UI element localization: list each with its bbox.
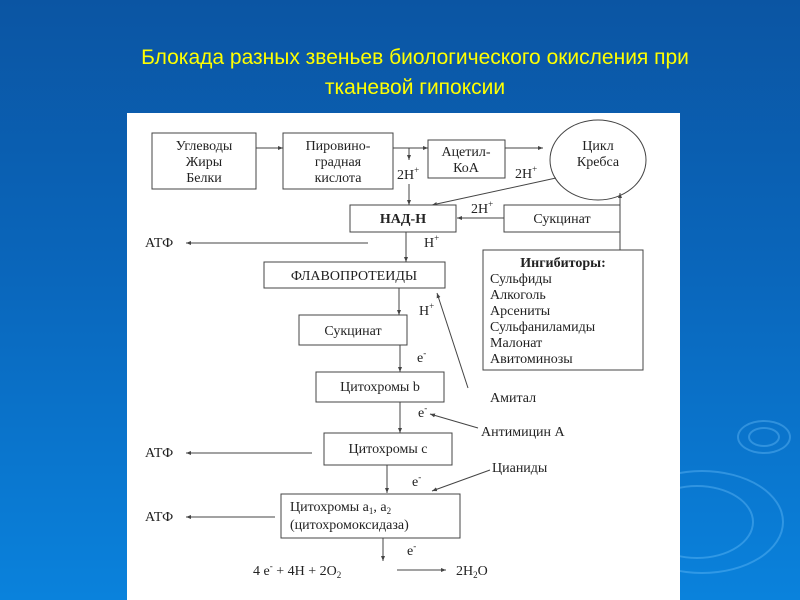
svg-text:Сульфиды: Сульфиды xyxy=(490,272,552,287)
cytochrome-b-box: Цитохромы b xyxy=(315,371,445,403)
svg-text:Сукцинат: Сукцинат xyxy=(324,324,381,339)
label-e: e- xyxy=(418,403,427,421)
equation-left: 4 e- + 4H + 2O2 xyxy=(253,561,341,580)
label-e: e- xyxy=(407,541,416,559)
svg-text:КоА: КоА xyxy=(453,161,480,176)
acetyl-coa-box: Ацетил- КоА xyxy=(427,139,506,179)
slide-title-line2: тканевой гипоксии xyxy=(324,76,506,99)
cyanides-arrow xyxy=(431,469,491,492)
ripple-decoration xyxy=(748,427,780,447)
amytal-arrow xyxy=(436,292,469,389)
label-2h: 2H+ xyxy=(515,164,537,182)
antimycin-label: Антимицин А xyxy=(481,425,566,440)
svg-text:кислота: кислота xyxy=(315,171,363,186)
svg-text:Углеводы: Углеводы xyxy=(176,139,233,154)
atp-label: АТФ xyxy=(145,510,173,525)
amytal-label: Амитал xyxy=(490,391,536,406)
svg-text:ФЛАВОПРОТЕИДЫ: ФЛАВОПРОТЕИДЫ xyxy=(291,269,417,284)
cyanides-label: Цианиды xyxy=(492,461,548,476)
atp-label: АТФ xyxy=(145,236,173,251)
succinate-box: Сукцинат xyxy=(298,314,408,346)
inhibitors-box: Ингибиторы: Сульфиды Алкоголь Арсениты С… xyxy=(482,249,644,371)
cytochrome-c-box: Цитохромы с xyxy=(323,432,453,466)
slide-title-line1: Блокада разных звеньев биологического ок… xyxy=(141,46,689,69)
svg-text:Пировино-: Пировино- xyxy=(306,139,371,154)
sources-box: Углеводы Жиры Белки xyxy=(151,132,257,190)
flavoproteins-box: ФЛАВОПРОТЕИДЫ xyxy=(263,261,446,289)
svg-text:Жиры: Жиры xyxy=(186,155,223,170)
nad-h-box: НАД-Н xyxy=(349,204,457,233)
svg-text:Алкоголь: Алкоголь xyxy=(490,288,546,303)
label-h: H+ xyxy=(419,301,434,319)
krebs-cycle: Цикл Кребса xyxy=(549,119,647,201)
label-e: e- xyxy=(417,348,426,366)
label-2h: 2H+ xyxy=(397,165,419,183)
succinate-top-box: Сукцинат xyxy=(503,204,621,233)
svg-text:Малонат: Малонат xyxy=(490,336,542,351)
svg-text:Белки: Белки xyxy=(186,171,222,186)
svg-text:Сульфаниламиды: Сульфаниламиды xyxy=(490,320,596,335)
pyruvate-box: Пировино- градная кислота xyxy=(282,132,394,190)
svg-text:Ингибиторы:: Ингибиторы: xyxy=(520,256,606,271)
svg-text:Кребса: Кребса xyxy=(577,155,620,170)
label-2h: 2H+ xyxy=(471,199,493,217)
ripple-decoration xyxy=(737,420,791,454)
svg-text:Сукцинат: Сукцинат xyxy=(533,212,590,227)
svg-text:Ацетил-: Ацетил- xyxy=(441,145,490,160)
label-e: e- xyxy=(412,472,421,490)
arrow xyxy=(431,177,557,206)
svg-text:Арсениты: Арсениты xyxy=(490,304,551,319)
svg-text:градная: градная xyxy=(315,155,362,170)
svg-text:Цитохромы a1, a2: Цитохромы a1, a2 xyxy=(290,500,391,516)
svg-text:Цитохромы с: Цитохромы с xyxy=(349,442,428,457)
equation-right: 2H2O xyxy=(456,564,488,580)
label-h: H+ xyxy=(424,233,439,251)
svg-text:НАД-Н: НАД-Н xyxy=(380,212,426,227)
antimycin-arrow xyxy=(429,413,479,429)
atp-label: АТФ xyxy=(145,446,173,461)
svg-text:(цитохромоксидаза): (цитохромоксидаза) xyxy=(290,518,409,533)
svg-text:Авитоминозы: Авитоминозы xyxy=(490,352,573,367)
svg-text:Цикл: Цикл xyxy=(582,139,613,154)
cytochrome-a-box: Цитохромы a1, a2 (цитохромоксидаза) xyxy=(280,493,461,539)
svg-text:Цитохромы b: Цитохромы b xyxy=(340,380,420,395)
